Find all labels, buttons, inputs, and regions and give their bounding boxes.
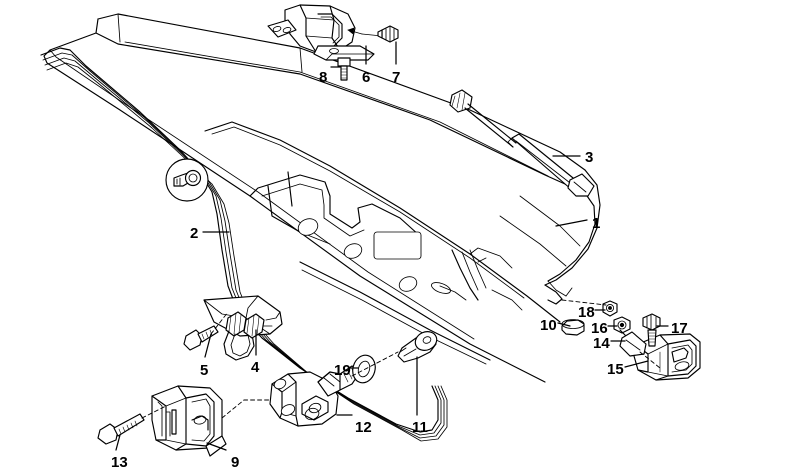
washer — [613, 316, 631, 334]
callout-label-2: 2 — [190, 225, 199, 242]
callout-label-15: 15 — [607, 361, 624, 378]
striker-rubber-stop — [619, 329, 647, 357]
hinge-pin-screw — [377, 25, 399, 43]
callout-label-14: 14 — [593, 335, 610, 352]
latch-mounting-bolt — [97, 413, 145, 445]
lock-cylinder-washer — [352, 354, 376, 384]
callout-label-5: 5 — [200, 362, 209, 379]
striker-bolt-assembly-line — [210, 311, 229, 335]
lock-striker-loop — [203, 295, 283, 361]
gas-spring-strut — [449, 89, 595, 197]
leader-line-1 — [555, 219, 588, 227]
key-to-cylinder-assembly-line — [351, 351, 399, 377]
callout-label-18: 18 — [578, 304, 595, 321]
callout-label-17: 17 — [671, 320, 688, 337]
leader-line-15 — [624, 360, 649, 368]
rubber-stop-assembly-line — [639, 351, 661, 369]
callout-label-1: 1 — [592, 215, 601, 232]
callout-label-6: 6 — [362, 69, 371, 86]
key — [397, 331, 438, 363]
cover-cap — [561, 319, 585, 336]
callout-label-11: 11 — [412, 419, 428, 436]
callout-label-7: 7 — [392, 69, 401, 86]
leader-line-9 — [206, 442, 227, 451]
callout-label-10: 10 — [540, 317, 557, 334]
leader-line-5 — [204, 333, 212, 358]
hinge-mounting-bolt — [337, 57, 351, 81]
callout-label-13: 13 — [111, 454, 128, 471]
callout-label-8: 8 — [319, 69, 328, 86]
latch-bolt-assembly-line — [141, 405, 167, 419]
lid-to-hardware-assembly-line — [561, 299, 607, 306]
callout-label-16: 16 — [591, 320, 608, 337]
lock-striker-plate — [633, 333, 701, 381]
seal-cross-section-detail — [165, 158, 209, 202]
callout-label-19: 19 — [334, 362, 351, 379]
callout-label-9: 9 — [231, 454, 240, 471]
callout-label-4: 4 — [251, 359, 260, 376]
leader-line-10 — [557, 322, 571, 327]
hex-nut — [602, 300, 618, 317]
striker-bolt — [183, 325, 219, 351]
trunk-lid-seal — [40, 47, 448, 442]
callout-label-3: 3 — [585, 149, 594, 166]
callout-label-12: 12 — [355, 419, 372, 436]
trunk-hinge-assembly — [267, 4, 383, 61]
callout-leaders — [115, 41, 669, 451]
leader-line-13 — [115, 434, 121, 451]
